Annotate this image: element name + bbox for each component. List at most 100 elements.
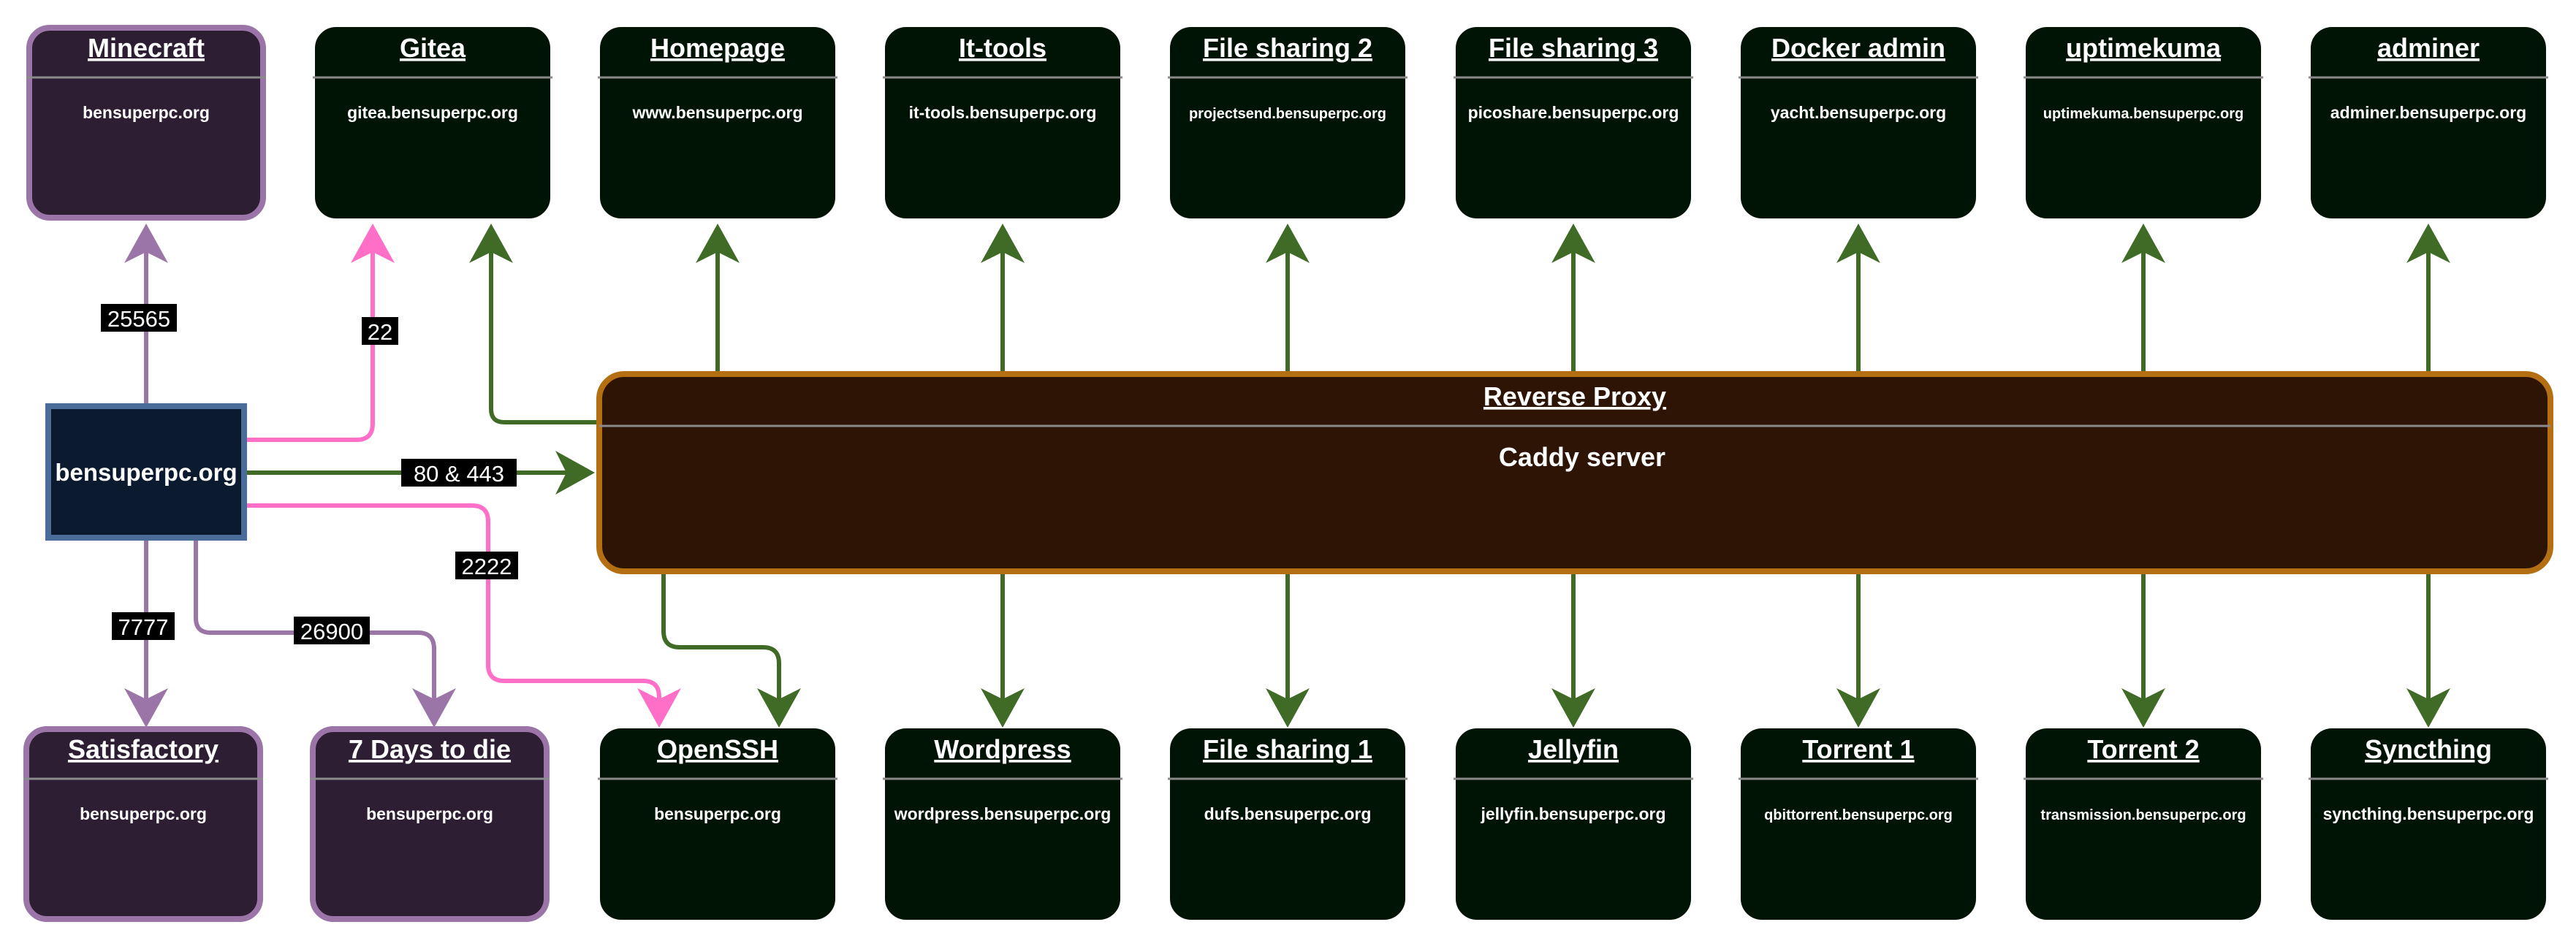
port-label-background [455,552,518,579]
service-title: OpenSSH [657,734,778,764]
main-domain-label: bensuperpc.org [55,459,237,486]
service-box-adminer: adminer adminer.bensuperpc.org [2309,27,2548,218]
service-hostname: bensuperpc.org [654,804,781,823]
service-box-openssh: OpenSSH bensuperpc.org [598,728,837,920]
service-box-jellyfin: Jellyfin jellyfin.bensuperpc.org [1454,728,1693,920]
service-box-frame [2311,728,2546,920]
port-label-text: 26900 [300,619,363,644]
port-label-background [101,304,177,332]
service-hostname: yacht.bensuperpc.org [1771,103,1946,122]
main-domain-box: bensuperpc.org [45,403,247,541]
reverse-proxy-frame [596,371,2553,574]
port-label-seven_days: 26900 [294,617,370,644]
service-box-uptimekuma: uptimekuma uptimekuma.bensuperpc.org [2024,27,2263,218]
service-hostname: bensuperpc.org [80,804,207,823]
service-hostname: syncthing.bensuperpc.org [2323,804,2534,823]
service-box-frame [600,728,835,920]
arrow-to-openssh [247,503,681,728]
arrow-proxy-to-gitea [469,224,599,424]
service-box-docker-admin: Docker admin yacht.bensuperpc.org [1739,27,1978,218]
port-label-text: 80 & 443 [414,461,504,487]
service-title: Homepage [650,33,785,63]
service-box-frame [885,728,1120,920]
service-box-frame [1741,27,1976,218]
port-label-background [294,617,370,644]
service-box-7-days-to-die: 7 Days to die bensuperpc.org [310,726,550,922]
service-hostname: it-tools.bensuperpc.org [909,103,1097,122]
service-box-frame [2311,27,2546,218]
port-label-minecraft: 25565 [101,304,177,332]
service-box-frame [885,27,1120,218]
service-hostname: bensuperpc.org [83,103,210,122]
service-box-frame [2026,728,2261,920]
service-title: Satisfactory [68,734,219,764]
service-box-syncthing: Syncthing syncthing.bensuperpc.org [2309,728,2548,920]
service-title: Torrent 2 [2087,734,2199,764]
service-box-file-sharing-1: File sharing 1 dufs.bensuperpc.org [1168,728,1407,920]
port-label-background [362,317,398,345]
service-hostname: picoshare.bensuperpc.org [1468,103,1679,122]
service-box-file-sharing-2: File sharing 2 projectsend.bensuperpc.org [1168,27,1407,218]
service-hostname: projectsend.bensuperpc.org [1189,106,1386,122]
service-title: Torrent 1 [1802,734,1914,764]
service-hostname: qbittorrent.bensuperpc.org [1764,807,1953,823]
service-box-frame [1456,27,1691,218]
service-hostname: bensuperpc.org [366,804,493,823]
service-hostname: adminer.bensuperpc.org [2330,103,2526,122]
service-hostname: transmission.bensuperpc.org [2040,807,2246,823]
arrow-proxy-to-openssh [661,574,801,728]
service-box-it-tools: It-tools it-tools.bensuperpc.org [883,27,1122,218]
port-label-satisfactory: 7777 [112,612,175,640]
port-label-proxy: 80 & 443 [401,459,517,487]
service-hostname: www.bensuperpc.org [631,103,802,122]
service-box-torrent-1: Torrent 1 qbittorrent.bensuperpc.org [1739,728,1978,920]
arrow-to-gitea-ssh [247,224,395,442]
service-title: Gitea [400,33,466,63]
reverse-proxy-title: Reverse Proxy [1483,381,1666,411]
service-title: Docker admin [1771,33,1945,63]
service-title: File sharing 2 [1203,33,1372,63]
service-box-frame [310,726,550,922]
main-domain-frame [45,403,247,541]
service-title: File sharing 3 [1489,33,1658,63]
service-box-frame [2026,27,2261,218]
port-label-text: 7777 [118,614,169,640]
port-labels: 25565 22 80 & 443 2222 7777 26900 [101,304,518,644]
port-label-text: 2222 [462,554,512,579]
service-title: File sharing 1 [1203,734,1372,764]
service-title: adminer [2377,33,2480,63]
service-box-homepage: Homepage www.bensuperpc.org [598,27,837,218]
service-title: Syncthing [2365,734,2492,764]
port-label-background [112,612,175,640]
service-hostname: wordpress.bensuperpc.org [894,804,1112,823]
service-box-wordpress: Wordpress wordpress.bensuperpc.org [883,728,1122,920]
service-box-frame [1456,728,1691,920]
port-label-openssh: 2222 [455,552,518,579]
service-title: Jellyfin [1528,734,1619,764]
service-box-frame [26,25,266,221]
service-title: uptimekuma [2066,33,2222,63]
port-label-text: 25565 [107,306,170,332]
service-box-frame [1170,27,1405,218]
service-hostname: dufs.bensuperpc.org [1204,804,1372,823]
port-label-text: 22 [368,319,392,345]
service-box-torrent-2: Torrent 2 transmission.bensuperpc.org [2024,728,2263,920]
port-label-gitea_ssh: 22 [362,317,398,345]
service-hostname: jellyfin.bensuperpc.org [1480,804,1665,823]
service-box-frame [600,27,835,218]
service-title: 7 Days to die [349,734,511,764]
reverse-proxy-subtitle: Caddy server [1499,442,1665,472]
service-title: It-tools [959,33,1046,63]
service-title: Wordpress [934,734,1071,764]
service-box-frame [1170,728,1405,920]
service-hostname: uptimekuma.bensuperpc.org [2043,106,2244,122]
service-hostname: gitea.bensuperpc.org [347,103,518,122]
service-box-gitea: Gitea gitea.bensuperpc.org [313,27,552,218]
service-box-frame [315,27,550,218]
service-box-frame [1741,728,1976,920]
port-label-background [401,459,517,487]
